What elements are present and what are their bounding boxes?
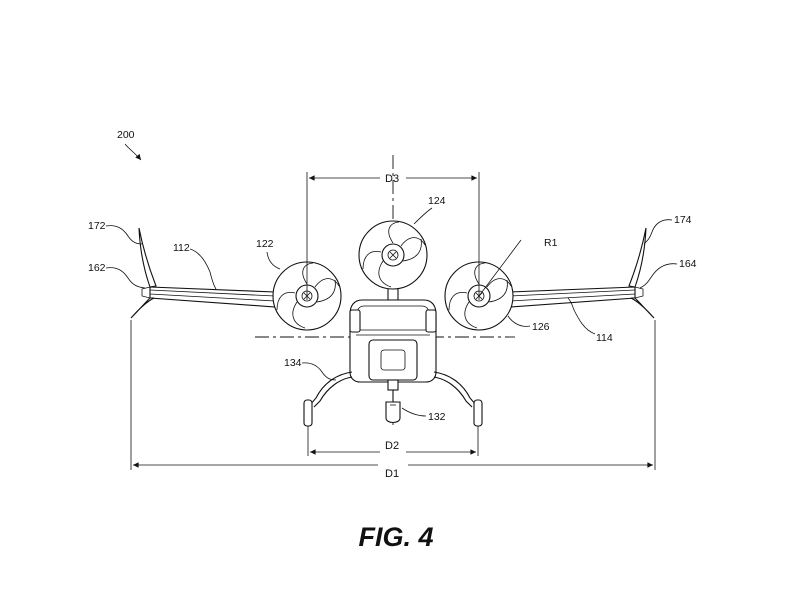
label-right-rotor: 126 [532, 321, 550, 333]
leader-122 [266, 251, 281, 270]
leader-172 [105, 225, 143, 245]
label-assembly: 200 [117, 129, 135, 141]
leader-126 [507, 315, 531, 327]
leader-164 [639, 263, 678, 289]
right-wing [509, 227, 655, 319]
dimension-d3: D3 [385, 173, 399, 185]
label-landing-gear: 134 [284, 357, 302, 369]
leader-132 [401, 407, 427, 417]
label-right-wing: 114 [596, 332, 613, 344]
dimension-d1: D1 [385, 468, 399, 480]
leader-124 [413, 207, 433, 225]
fuselage [349, 284, 437, 391]
label-left-wingtip-lower: 162 [88, 262, 106, 274]
label-left-wing: 112 [173, 242, 190, 254]
leader-174 [643, 219, 673, 245]
landing-gear [303, 371, 483, 427]
label-left-rotor: 122 [256, 238, 274, 250]
label-left-wingtip-upper: 172 [88, 220, 106, 232]
assembly-arrow [124, 143, 142, 161]
label-tether: 132 [428, 411, 446, 423]
left-wing [130, 227, 276, 319]
label-center-rotor: 124 [428, 195, 446, 207]
tether-hook [385, 390, 401, 424]
label-right-wingtip-lower: 164 [679, 258, 697, 270]
label-radius: R1 [544, 237, 558, 249]
leader-114 [567, 297, 596, 335]
leader-134 [301, 362, 337, 381]
leader-162 [105, 267, 146, 289]
figure-caption: FIG. 4 [358, 522, 433, 552]
center-rotor [358, 220, 428, 290]
label-right-wingtip-upper: 174 [674, 214, 692, 226]
radius-line [478, 239, 522, 297]
dimension-d2: D2 [385, 440, 399, 452]
leader-112 [189, 248, 217, 290]
